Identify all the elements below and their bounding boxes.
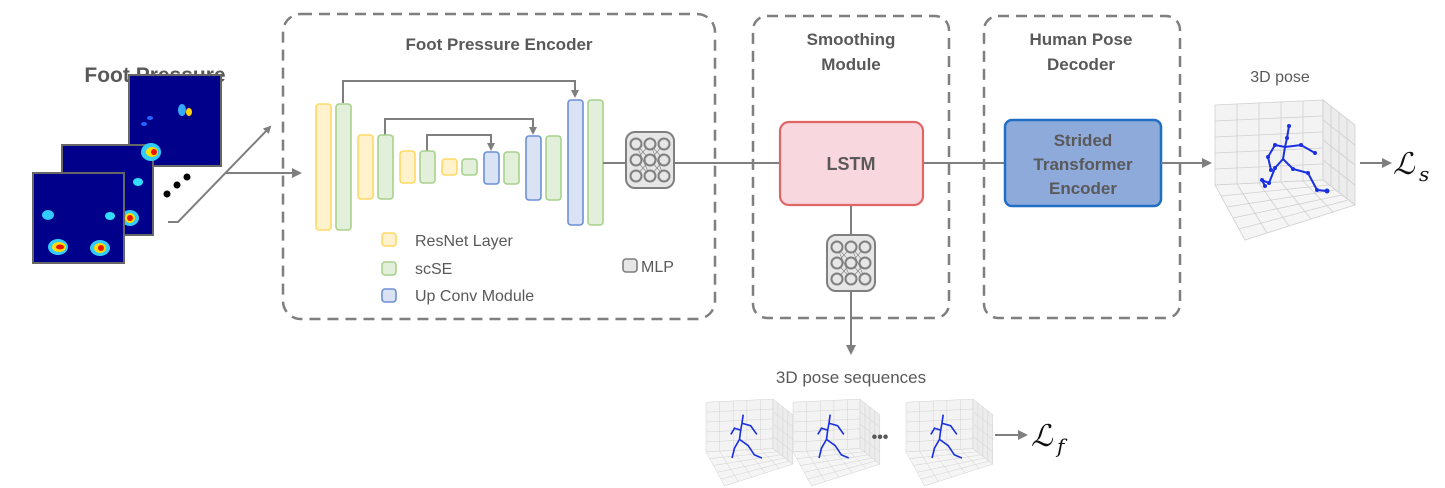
scse-4 — [461, 158, 478, 176]
pose-label: 3D pose — [1250, 69, 1310, 86]
transformer-label-line1: Strided — [1054, 131, 1113, 150]
transformer-label-line2: Transformer — [1033, 155, 1133, 174]
legend-label-resnet: ResNet Layer — [415, 233, 513, 250]
resnet-layer-3 — [399, 150, 416, 184]
smoothing-title-line1: Smoothing — [807, 30, 896, 49]
loss-f-subscript: f — [1055, 434, 1068, 458]
loss-s-subscript: s — [1419, 162, 1429, 186]
upconv-1 — [483, 151, 500, 185]
pose-3d-plot — [1214, 99, 1356, 241]
lstm-label: LSTM — [827, 154, 876, 174]
frames-ellipsis — [163, 173, 191, 198]
decoder-title-line2: Decoder — [1047, 55, 1115, 74]
unet-blocks — [315, 99, 604, 231]
lstm-block — [778, 120, 925, 207]
legend-swatch-upconv — [381, 288, 397, 303]
scse-1 — [335, 103, 352, 231]
scse-3 — [419, 150, 436, 184]
loss-f-symbol: ℒ — [1031, 419, 1054, 454]
transformer-label-line3: Encoder — [1049, 179, 1117, 198]
encoder-legend: ResNet Layer scSE Up Conv Module MLP — [381, 232, 674, 305]
sequence-pose-plot-3 — [905, 398, 994, 487]
legend-swatch-resnet — [381, 232, 397, 247]
loss-s-symbol: ℒ — [1393, 147, 1416, 182]
pressure-frame-front — [32, 172, 125, 264]
scse-2 — [377, 134, 394, 200]
scse-7 — [587, 99, 604, 226]
encoder-title: Foot Pressure Encoder — [405, 35, 592, 54]
smoothing-panel — [751, 14, 951, 320]
decoder-panel — [982, 14, 1182, 320]
legend-swatch-mlp — [622, 258, 638, 273]
stack-bracket — [168, 125, 272, 223]
upconv-2 — [525, 135, 542, 201]
sequence-pose-plot-1 — [705, 398, 794, 487]
smoothing-mlp-icon — [826, 234, 876, 292]
scse-5 — [503, 151, 520, 185]
sequence-ellipsis: ••• — [872, 429, 889, 446]
legend-label-upconv: Up Conv Module — [415, 288, 534, 305]
sequence-label: 3D pose sequences — [776, 368, 926, 387]
scse-6 — [545, 135, 562, 201]
upconv-3 — [567, 99, 584, 226]
smoothing-title-line2: Module — [821, 55, 881, 74]
decoder-title-line1: Human Pose — [1030, 30, 1133, 49]
pose-skeleton — [1260, 124, 1330, 194]
legend-swatch-scse — [381, 261, 397, 276]
resnet-layer-4 — [441, 158, 458, 176]
sequence-pose-plot-2 — [792, 398, 881, 487]
encoder-mlp-icon — [625, 131, 675, 189]
skip-connections — [342, 80, 579, 151]
resnet-layer-2 — [357, 134, 374, 200]
encoder-panel — [281, 12, 717, 321]
legend-label-scse: scSE — [415, 261, 452, 278]
legend-label-mlp: MLP — [641, 259, 674, 276]
resnet-layer-1 — [315, 103, 332, 231]
